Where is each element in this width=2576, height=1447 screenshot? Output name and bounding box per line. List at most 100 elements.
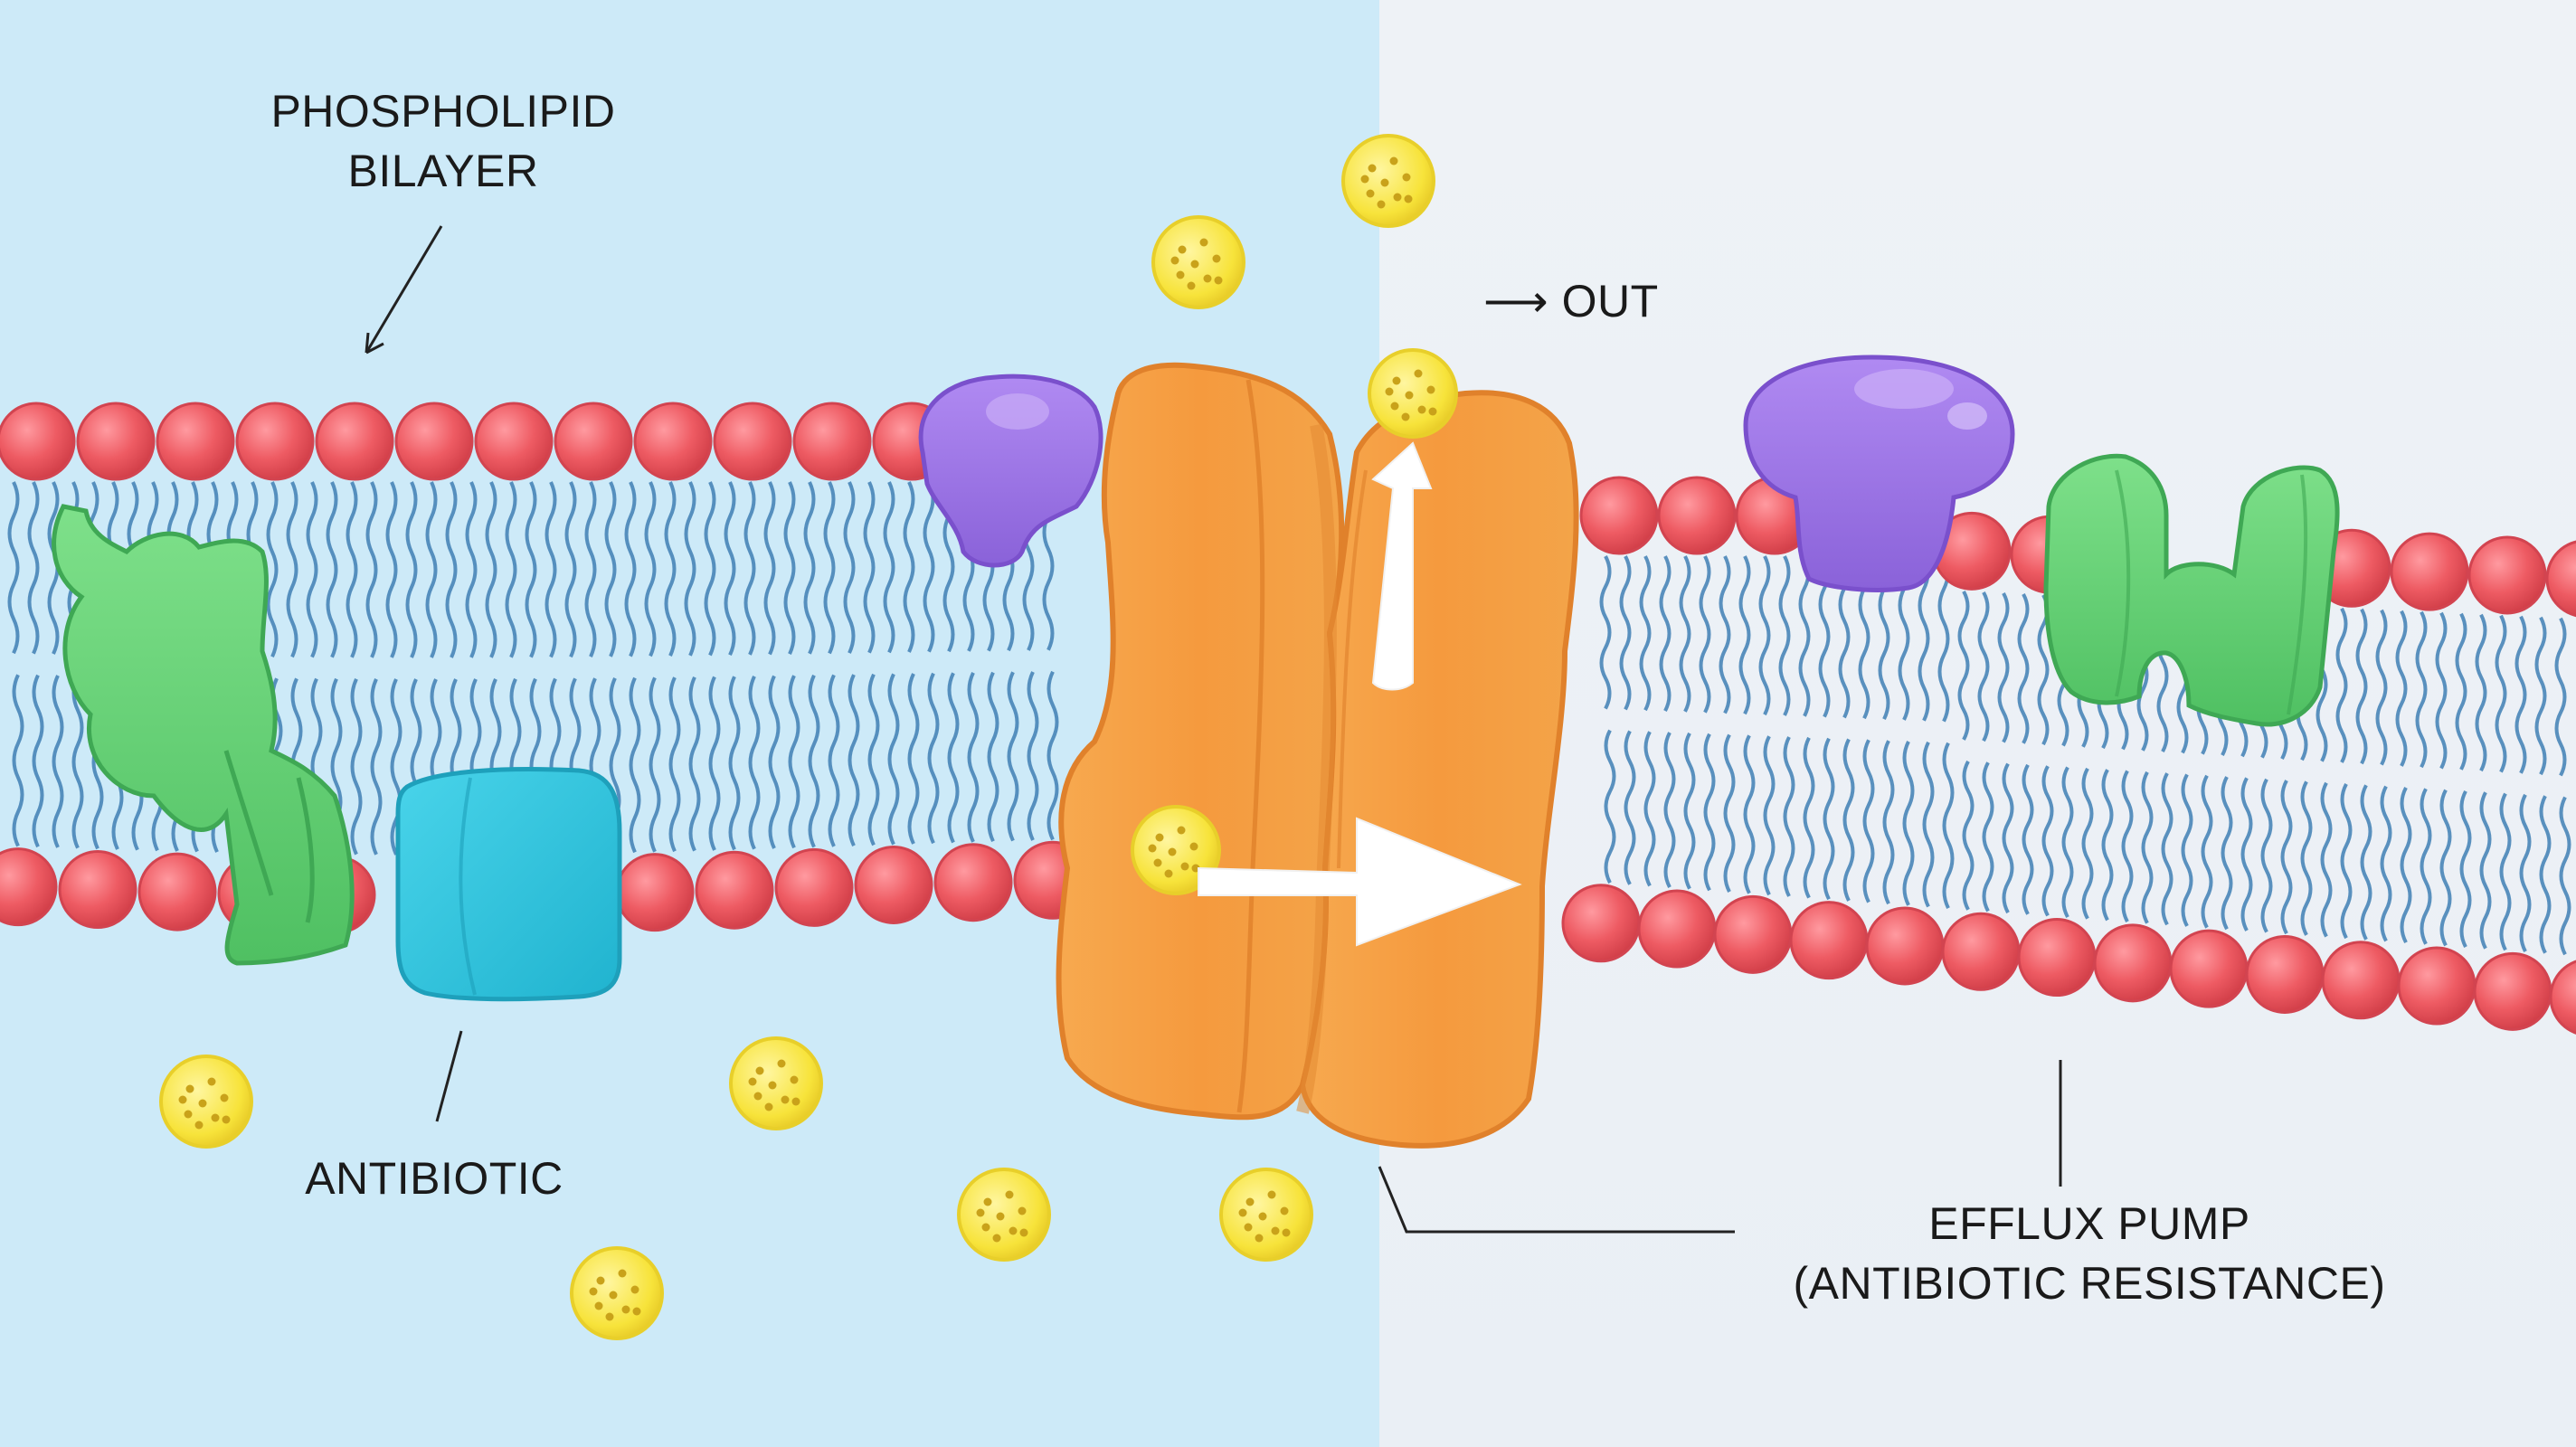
lipid-tail bbox=[2380, 785, 2392, 942]
lipid-tail bbox=[385, 481, 398, 658]
antibiotic-molecule bbox=[1341, 134, 1435, 228]
lipid-tail bbox=[668, 676, 681, 853]
antibiotic-molecule bbox=[1368, 348, 1458, 439]
lipid-head bbox=[1941, 912, 2021, 991]
lipid-head bbox=[2321, 941, 2401, 1020]
lipid-tail bbox=[2455, 612, 2467, 771]
lipid-tail bbox=[967, 672, 980, 843]
lipid-tail bbox=[2260, 778, 2273, 933]
antibiotic-molecules bbox=[159, 134, 1458, 1340]
lipid-head bbox=[394, 402, 474, 481]
antibiotic-molecule bbox=[1219, 1168, 1313, 1262]
lipid-head bbox=[2473, 951, 2552, 1031]
lipid-tail bbox=[2375, 609, 2388, 766]
lipid-tail bbox=[365, 481, 378, 658]
lipid-head bbox=[2549, 960, 2576, 1035]
lipid-tail bbox=[1982, 761, 1994, 913]
antibiotic-molecule bbox=[957, 1168, 1051, 1262]
lipid-head bbox=[774, 847, 854, 927]
lipid-tail bbox=[405, 481, 418, 658]
lipid-tail bbox=[1842, 738, 1855, 902]
lipid-tail bbox=[1997, 591, 2010, 743]
lipid-tail bbox=[2300, 780, 2313, 936]
lipid-tail bbox=[887, 673, 900, 846]
lipid-tail bbox=[2435, 611, 2448, 770]
lipid-tail bbox=[1957, 590, 1970, 741]
lipid-head bbox=[235, 402, 315, 481]
lipid-head bbox=[1865, 906, 1945, 986]
lipid-tail bbox=[370, 678, 383, 856]
lipid-tail bbox=[788, 675, 800, 849]
lipid-tail bbox=[823, 481, 836, 655]
lipid-tail bbox=[350, 677, 363, 856]
lipid-tail bbox=[326, 481, 338, 658]
lipid-tail bbox=[445, 481, 458, 658]
lipid-tail bbox=[1599, 555, 1612, 710]
lipid-tail bbox=[743, 481, 756, 656]
lipid-tail bbox=[2141, 771, 2154, 924]
lipid-head bbox=[633, 402, 713, 481]
lipid-tail bbox=[907, 673, 920, 845]
lipid-tail bbox=[947, 672, 960, 844]
lipid-tail bbox=[32, 674, 44, 848]
lipid-tail bbox=[2121, 770, 2134, 922]
lipid-tail bbox=[545, 481, 557, 658]
upward-arrow bbox=[1371, 441, 1433, 691]
lipid-head bbox=[315, 402, 394, 481]
lipid-head bbox=[156, 402, 235, 481]
lipid-tail bbox=[266, 481, 279, 658]
bilayer-label-line-1: PHOSPHOLIPID bbox=[270, 86, 616, 137]
lipid-tail bbox=[808, 674, 820, 848]
lipid-tail bbox=[768, 675, 781, 849]
out-label: ⟶ OUT bbox=[1483, 276, 1659, 326]
lipid-tail bbox=[708, 676, 721, 851]
lipid-tail bbox=[1723, 733, 1736, 893]
lipid-head bbox=[58, 850, 137, 930]
lipid-tail bbox=[2539, 795, 2552, 954]
purple-peripheral-protein-left bbox=[918, 374, 1103, 568]
lipid-tail bbox=[505, 481, 517, 658]
efflux-pump-protein[interactable] bbox=[1056, 362, 1579, 1149]
lipid-tail bbox=[629, 676, 641, 854]
lipid-tail bbox=[843, 481, 856, 654]
lipid-tail bbox=[1046, 670, 1059, 841]
antibiotic-molecule bbox=[1151, 215, 1245, 309]
lipid-head bbox=[76, 402, 156, 481]
lipid-tail bbox=[2022, 763, 2034, 915]
lipid-tail bbox=[2395, 610, 2408, 767]
lipid-head bbox=[1713, 894, 1793, 974]
lipid-tail bbox=[624, 481, 637, 657]
lipid-tail bbox=[763, 481, 776, 656]
lipid-tail bbox=[465, 481, 478, 658]
lipid-tail bbox=[306, 481, 318, 658]
lipid-tail bbox=[2041, 765, 2054, 917]
lipid-tail bbox=[2495, 614, 2507, 773]
lipid-tail bbox=[1882, 740, 1895, 905]
phospholipid-bilayer-label: PHOSPHOLIPID BILAYER bbox=[208, 81, 678, 201]
purple-peripheral-protein-right bbox=[1743, 355, 2015, 592]
lipid-tail bbox=[2002, 762, 2014, 914]
lipid-tail bbox=[927, 672, 940, 845]
lipid-tail bbox=[987, 671, 999, 843]
lipid-head bbox=[2545, 540, 2576, 618]
lipid-tail bbox=[1699, 555, 1711, 714]
lipid-tail bbox=[1977, 591, 1990, 742]
antibiotic-molecule bbox=[570, 1246, 664, 1340]
lipid-head bbox=[1561, 884, 1641, 963]
lipid-tail bbox=[2061, 766, 2074, 919]
lipid-head bbox=[2390, 532, 2469, 611]
lipid-tail bbox=[7, 481, 20, 655]
lipid-tail bbox=[2081, 767, 2094, 920]
green-transmembrane-protein-left bbox=[52, 504, 355, 966]
lipid-head bbox=[1789, 901, 1869, 980]
lipid-tail bbox=[2017, 592, 2030, 744]
lipid-tail bbox=[1007, 671, 1019, 842]
lipid-tail bbox=[748, 675, 761, 850]
lipid-tail bbox=[2514, 615, 2527, 774]
cyan-transmembrane-protein bbox=[395, 767, 622, 1002]
lipid-head bbox=[554, 402, 633, 481]
lipid-tail bbox=[1937, 555, 1950, 723]
lipid-tail bbox=[2161, 772, 2174, 926]
